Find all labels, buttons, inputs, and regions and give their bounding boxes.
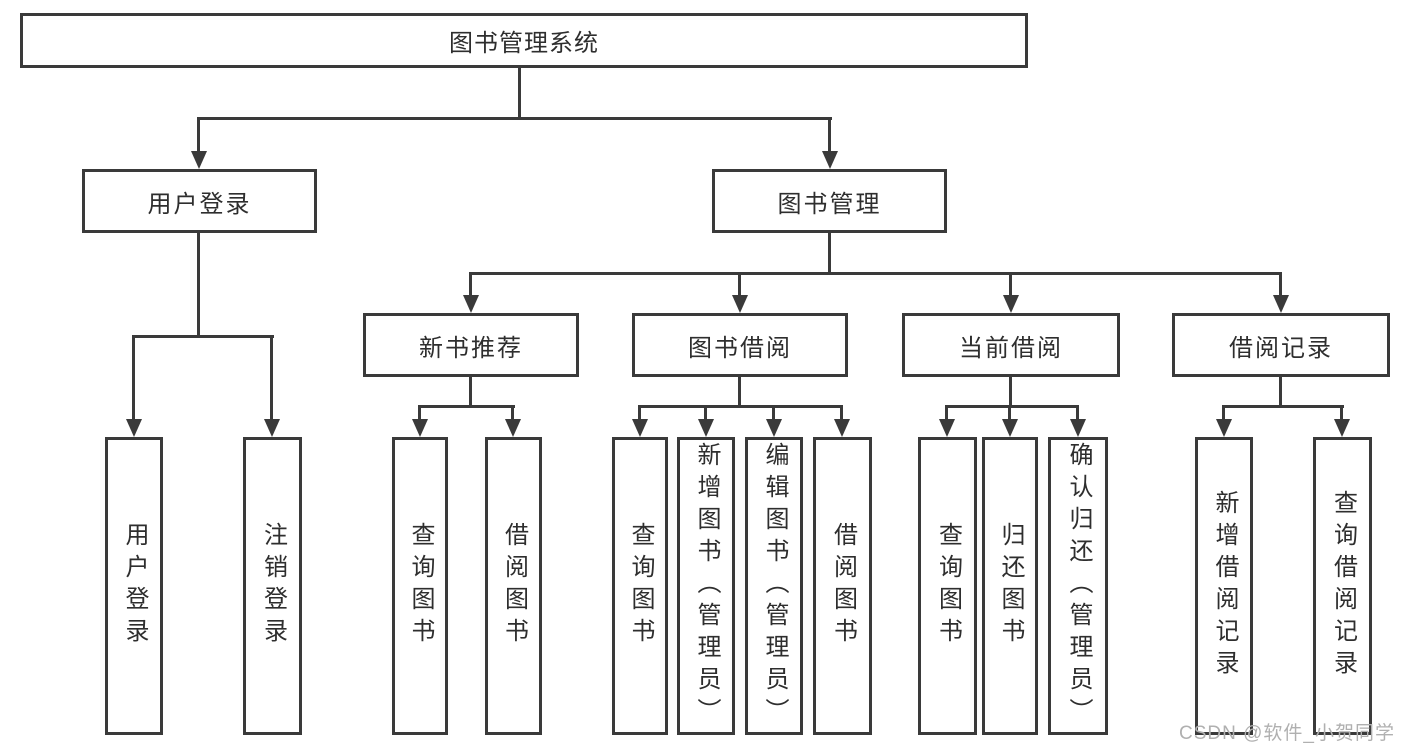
connector-book-mgmt-stem (828, 117, 831, 153)
arrowhead-book-borrow (732, 295, 748, 313)
connector-leaf-stem (840, 405, 843, 421)
node-book-management: 图书管理 (712, 169, 947, 233)
arrowhead-leaf (1216, 419, 1232, 437)
node-borrowing-records: 借阅记录 (1172, 313, 1390, 377)
connector-leaf-stem (1076, 405, 1079, 421)
leaf-confirm-return-admin: 确认归还（管理员） (1048, 437, 1108, 735)
connector-leaf-stem (418, 405, 421, 421)
arrowhead-user-login (191, 151, 207, 169)
arrowhead-book-mgmt (822, 151, 838, 169)
connector-level2-rail (198, 117, 832, 120)
leaf-query-books-borrowing: 查询图书 (612, 437, 668, 735)
connector-leaf-stem (638, 405, 641, 421)
arrowhead-leaf (698, 419, 714, 437)
leaf-logout: 注销登录 (243, 437, 302, 735)
connector-leaf-stem (132, 335, 135, 421)
connector-leaf-stem (1340, 405, 1343, 421)
arrowhead-leaf (1002, 419, 1018, 437)
connector-level3-stem (469, 272, 472, 297)
connector-records-down (1279, 375, 1282, 408)
connector-leaf-stem (772, 405, 775, 421)
connector-level3-stem (738, 272, 741, 297)
connector-leaf-stem (1222, 405, 1225, 421)
connector-leaf-stem (704, 405, 707, 421)
leaf-return-books: 归还图书 (982, 437, 1038, 735)
arrowhead-leaf (126, 419, 142, 437)
arrowhead-leaf (264, 419, 280, 437)
arrowhead-new-book (463, 295, 479, 313)
node-book-borrowing: 图书借阅 (632, 313, 848, 377)
csdn-watermark: CSDN @软件_小贺同学 (1179, 723, 1395, 744)
node-library-management-system: 图书管理系统 (20, 13, 1028, 68)
arrowhead-leaf (1334, 419, 1350, 437)
connector-leaf-stem (270, 335, 273, 421)
arrowhead-leaf (505, 419, 521, 437)
arrowhead-leaf (766, 419, 782, 437)
node-current-borrowing: 当前借阅 (902, 313, 1120, 377)
leaf-user-login: 用户登录 (105, 437, 163, 735)
connector-leaf-stem (1008, 405, 1011, 421)
connector-level3-stem (1009, 272, 1012, 297)
connector-root-stem (518, 66, 521, 119)
connector-newbook-rail (419, 405, 515, 408)
leaf-add-books-admin: 新增图书（管理员） (677, 437, 735, 735)
connector-user-login-down (197, 231, 200, 337)
connector-user-login-stem (197, 117, 200, 153)
connector-currentborrow-down (1009, 375, 1012, 408)
node-user-login: 用户登录 (82, 169, 317, 233)
connector-leaf-stem (945, 405, 948, 421)
arrowhead-leaf (834, 419, 850, 437)
node-new-book-recommendation: 新书推荐 (363, 313, 579, 377)
connector-book-mgmt-down (828, 231, 831, 275)
arrowhead-current-borrow (1003, 295, 1019, 313)
arrowhead-leaf (412, 419, 428, 437)
leaf-add-borrow-record: 新增借阅记录 (1195, 437, 1253, 735)
connector-bookborrow-rail (638, 405, 843, 408)
leaf-query-books-current: 查询图书 (918, 437, 977, 735)
arrowhead-leaf (939, 419, 955, 437)
leaf-borrow-books-recommend: 借阅图书 (485, 437, 542, 735)
leaf-borrow-books: 借阅图书 (813, 437, 872, 735)
connector-user-login-rail (133, 335, 274, 338)
connector-level3-stem (1279, 272, 1282, 297)
connector-records-rail (1222, 405, 1344, 408)
leaf-query-borrow-record: 查询借阅记录 (1313, 437, 1372, 735)
connector-currentborrow-rail (945, 405, 1079, 408)
connector-level3-rail (470, 272, 1282, 275)
arrowhead-leaf (632, 419, 648, 437)
leaf-query-books-recommend: 查询图书 (392, 437, 448, 735)
arrowhead-leaf (1070, 419, 1086, 437)
arrowhead-borrow-records (1273, 295, 1289, 313)
connector-newbook-down (469, 375, 472, 408)
leaf-edit-books-admin: 编辑图书（管理员） (745, 437, 803, 735)
connector-bookborrow-down (738, 375, 741, 408)
connector-leaf-stem (511, 405, 514, 421)
